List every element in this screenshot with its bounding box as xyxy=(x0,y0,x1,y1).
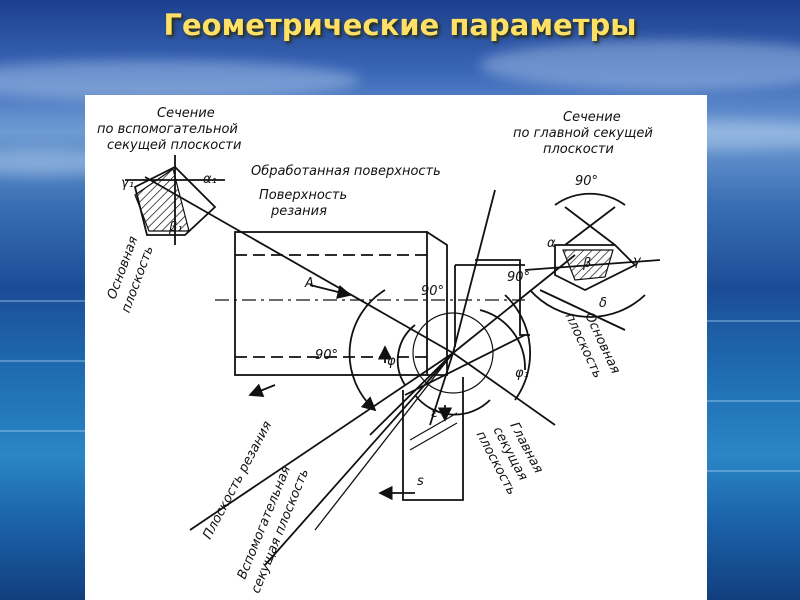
beta1-label: β₁ xyxy=(168,220,183,235)
feed-s-label: s xyxy=(417,474,424,489)
alpha-label: α xyxy=(547,236,556,251)
point-a-label: A xyxy=(304,276,314,291)
cutting-tool-diagram: Сечение по вспомогательной секущей плоск… xyxy=(97,106,661,596)
phi-label: φ xyxy=(387,354,396,369)
aux-plane-line xyxy=(144,176,454,354)
diagram-panel: Сечение по вспомогательной секущей плоск… xyxy=(85,95,707,600)
workpiece xyxy=(234,231,428,376)
gamma1-label: γ₁ xyxy=(121,176,134,191)
machined-surface-label: Обработанная поверхность xyxy=(251,164,441,179)
epsilon-label: ε xyxy=(431,406,438,421)
gamma-label: γ xyxy=(633,254,642,269)
angle-90-left: 90° xyxy=(315,348,338,363)
section-main-label: Сечение по главной секущей плоскости xyxy=(513,110,657,157)
cutter-body xyxy=(402,377,464,501)
beta-label: β xyxy=(582,256,591,271)
angle-90-mid: 90° xyxy=(421,284,444,299)
alpha1-label: α₁ xyxy=(203,172,217,187)
cutting-surface-label: Поверхность резания xyxy=(259,188,351,219)
aux-section-inset xyxy=(125,155,225,245)
main-section-inset xyxy=(524,192,661,331)
base-plane-right-label: Основная плоскость xyxy=(562,303,625,388)
angle-90-right: 90° xyxy=(575,174,598,189)
phi1-label: φ₁ xyxy=(515,366,529,381)
base-plane-left-label: Основная плоскость xyxy=(102,231,160,316)
angle-90-top: 90° xyxy=(507,270,530,285)
delta-label: δ xyxy=(599,296,607,311)
slide-title: Геометрические параметры xyxy=(163,8,637,42)
main-cutting-plane-label: Главная секущая плоскость xyxy=(473,413,549,498)
section-aux-label: Сечение по вспомогательной секущей плоск… xyxy=(97,106,242,153)
